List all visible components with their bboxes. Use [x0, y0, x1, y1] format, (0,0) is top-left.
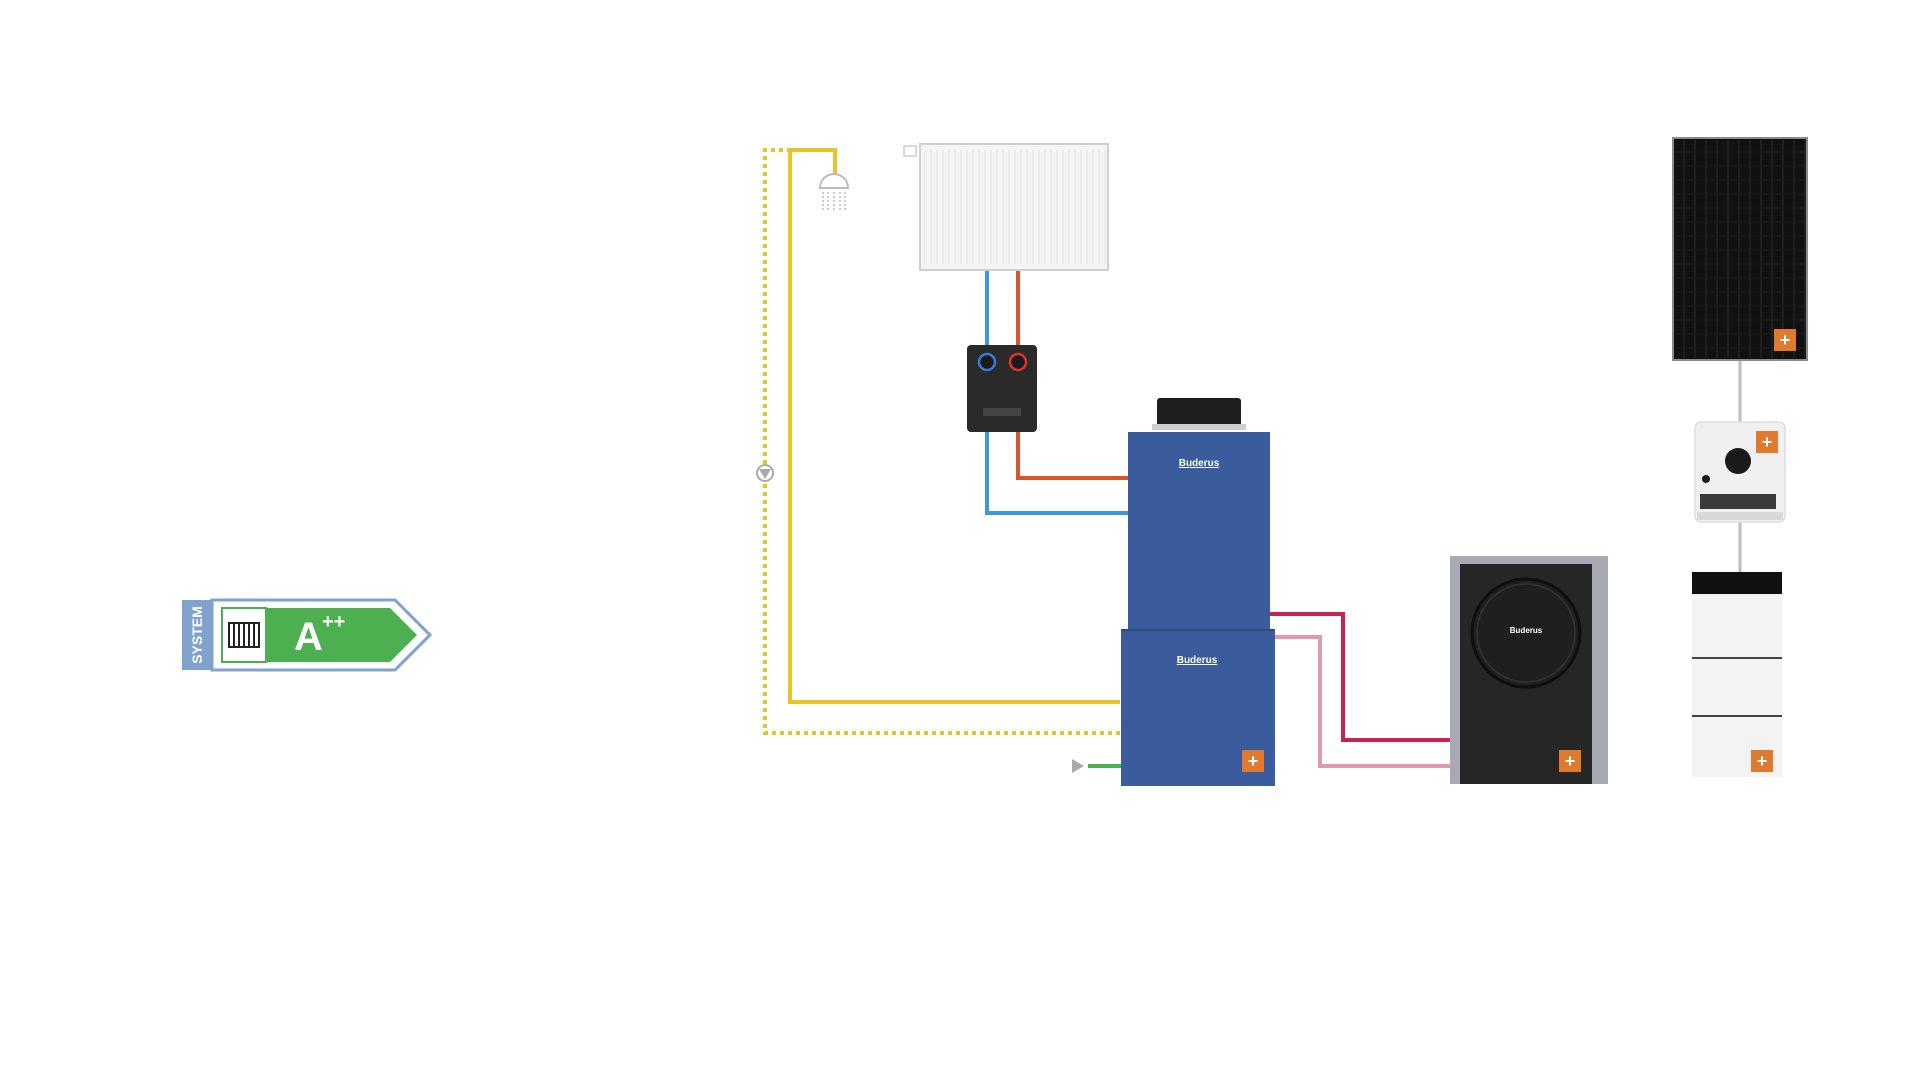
- plus-icon: +: [1248, 751, 1259, 771]
- heat-pump-brand: Buderus: [1510, 626, 1543, 635]
- heat-pump-outdoor: Buderus: [1450, 556, 1608, 784]
- energy-label: SYSTEM A ++: [182, 598, 433, 672]
- circulation-pump-icon: [756, 464, 774, 482]
- plus-icon: +: [1565, 751, 1576, 771]
- indoor-unit-flue-icon: [1157, 398, 1241, 428]
- radiator-fins: [924, 150, 1106, 264]
- solar-panel: [1672, 137, 1808, 361]
- energy-label-arrow: [222, 608, 417, 662]
- radiator-icon: [919, 143, 1109, 271]
- battery-module-2: [1692, 659, 1782, 716]
- radiator-valve-icon: [903, 145, 917, 157]
- storage-tank-brand: Buderus: [1177, 655, 1218, 666]
- refrigerant-hot-pipe: [1270, 612, 1450, 742]
- solar-panel-plus-button[interactable]: +: [1774, 329, 1796, 351]
- pump-group-icon: [967, 345, 1037, 432]
- shower-icon: [818, 173, 850, 210]
- energy-label-rating-suffix: ++: [322, 611, 345, 633]
- battery-plus-button[interactable]: +: [1751, 750, 1773, 772]
- solar-panel-icon: [1672, 137, 1808, 361]
- indoor-unit: Buderus: [1128, 398, 1270, 630]
- heating-flow-pipe: [1016, 430, 1128, 480]
- plus-icon: +: [1757, 751, 1768, 771]
- storage-tank-plus-button[interactable]: +: [1242, 750, 1264, 772]
- plus-icon: +: [1780, 330, 1791, 350]
- heat-pump-plus-button[interactable]: +: [1559, 750, 1581, 772]
- indoor-unit-brand: Buderus: [1179, 458, 1220, 469]
- inverter-plus-button[interactable]: +: [1756, 431, 1778, 453]
- refrigerant-cold-pipe: [1275, 635, 1450, 768]
- cold-water-inlet-icon: [1072, 759, 1084, 773]
- energy-label-rating-letter: A: [294, 615, 323, 659]
- battery-storage-icon: [1692, 594, 1782, 658]
- energy-label-side-text: SYSTEM: [189, 606, 205, 664]
- radiator-icon: [228, 622, 260, 648]
- heating-return-pipe: [985, 430, 1128, 515]
- heat-pump-fan-icon: [1470, 577, 1582, 689]
- circulation-pipe: [763, 148, 1120, 735]
- battery-top-cap: [1692, 572, 1782, 594]
- battery: [1692, 572, 1782, 777]
- energy-label-tab: [182, 600, 212, 670]
- plus-icon: +: [1762, 432, 1773, 452]
- indoor-unit-flue-collar: [1152, 424, 1246, 430]
- radiator: [903, 143, 1109, 271]
- inverter-display-icon: [1725, 448, 1751, 474]
- indoor-unit-icon: [1128, 432, 1270, 630]
